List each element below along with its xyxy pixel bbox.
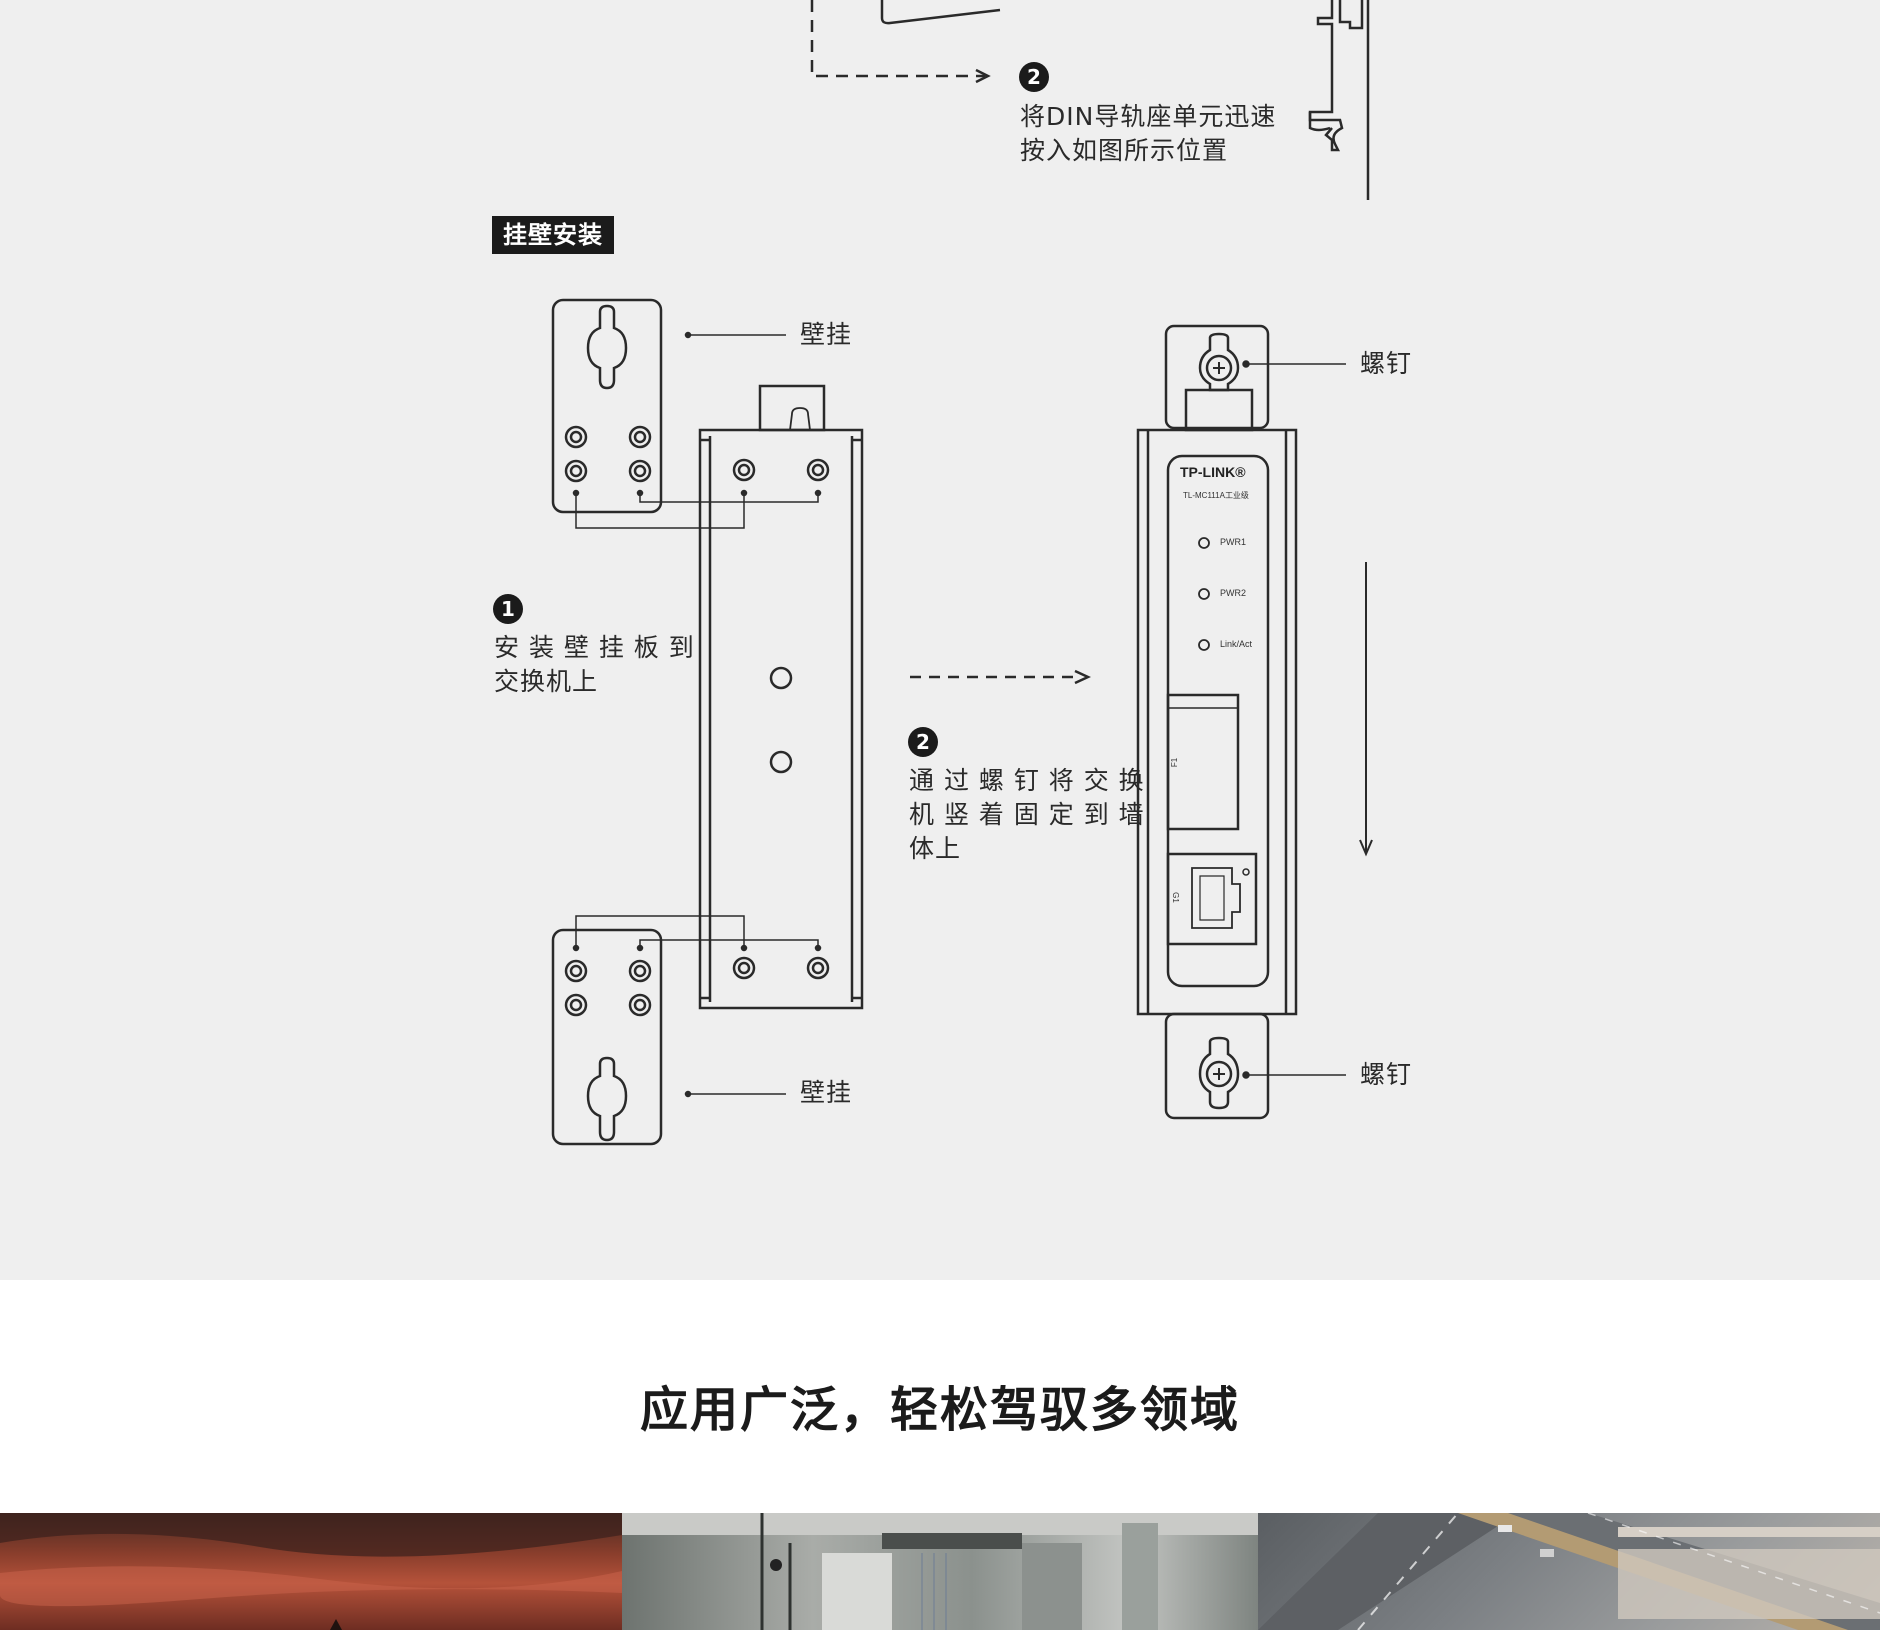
wall-step-1-line1: 安 装 壁 挂 板 到 <box>494 633 695 662</box>
screw-label-bottom: 螺钉 <box>1360 1060 1413 1089</box>
bracket-connectors-bottom <box>572 915 822 952</box>
wall-step-1-line2: 交换机上 <box>494 667 599 696</box>
installation-diagram <box>551 0 1373 1146</box>
wall-step-1-number: 1 <box>493 594 523 624</box>
wall-bracket-top <box>551 298 786 514</box>
bracket-label-bottom: 壁挂 <box>800 1078 853 1107</box>
ethernet-port-label: G1 <box>1170 892 1180 903</box>
photo-highway <box>1258 1513 1880 1630</box>
vertical-arrow-down <box>1359 562 1373 857</box>
device-brand: TP-LINK® <box>1180 464 1246 480</box>
device-model: TL-MC111A工业级 <box>1183 491 1249 500</box>
screw-label-top: 螺钉 <box>1360 349 1413 378</box>
mounted-switch-front <box>1136 324 1346 1120</box>
wall-mount-badge: 挂壁安装 <box>492 216 614 254</box>
bracket-label-top: 壁挂 <box>800 320 853 349</box>
switch-rear-body <box>698 384 864 1010</box>
installation-section: 2 将DIN导轨座单元迅速 按入如图所示位置 挂壁安装 壁挂 壁挂 螺钉 螺钉 … <box>0 0 1880 1280</box>
din-step-2-line1: 将DIN导轨座单元迅速 <box>1020 102 1277 131</box>
led-pwr1-label: PWR1 <box>1220 537 1247 547</box>
photo-sunset <box>0 1513 622 1630</box>
din-step-2-number: 2 <box>1019 62 1049 92</box>
wall-step-2-number: 2 <box>908 727 938 757</box>
dashed-arrow-right <box>910 669 1091 685</box>
bracket-connectors-top <box>572 489 822 529</box>
wall-step-2-line1: 通 过 螺 钉 将 交 换 <box>909 766 1145 795</box>
led-link-label: Link/Act <box>1220 639 1253 649</box>
din-rail-drawing <box>810 0 1370 200</box>
led-pwr2-label: PWR2 <box>1220 588 1247 598</box>
application-headline: 应用广泛，轻松驾驭多领域 <box>639 1382 1240 1438</box>
wall-step-2-line2: 机 竖 着 固 定 到 墙 <box>909 800 1145 829</box>
wall-bracket-bottom <box>551 928 786 1146</box>
photo-factory <box>622 1513 1258 1630</box>
wall-step-2-line3: 体上 <box>909 834 962 863</box>
din-step-2-line2: 按入如图所示位置 <box>1020 136 1229 165</box>
fiber-port-label: F1 <box>1170 757 1180 768</box>
